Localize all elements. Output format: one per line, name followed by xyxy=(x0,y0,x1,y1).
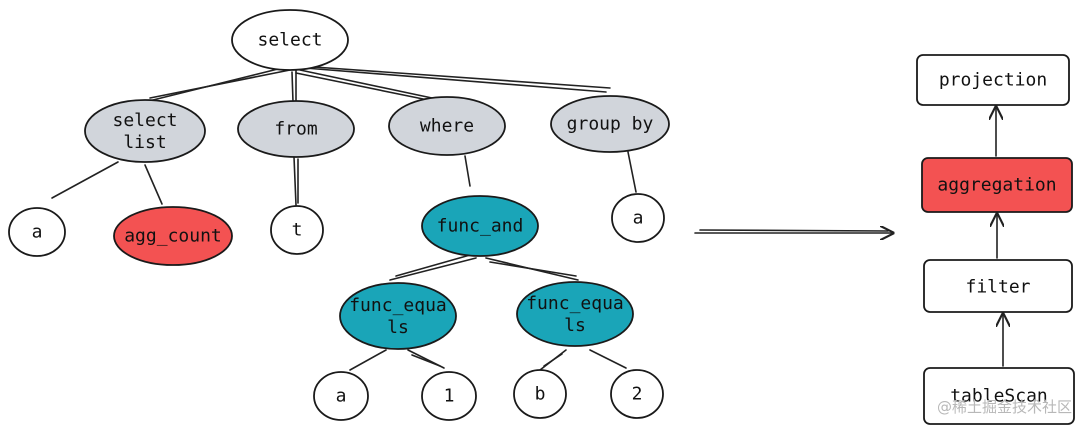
node-func-and: func_and xyxy=(421,195,539,257)
edge-select-from xyxy=(291,71,294,103)
node-agg-count-label: agg_count xyxy=(124,226,222,247)
node-where: where xyxy=(388,96,506,156)
plan-step-projection-box xyxy=(916,54,1070,106)
edge-funcand-left-sketch xyxy=(395,254,471,277)
node-from: from xyxy=(237,100,355,158)
label-line: func_equa xyxy=(526,293,624,314)
edge-funcand-right-sketch xyxy=(489,261,577,277)
node-group-item-a-shape xyxy=(611,193,665,243)
node-arg-2-label: 2 xyxy=(632,384,643,405)
transform-arrow xyxy=(694,229,893,233)
node-from-label: from xyxy=(274,119,317,140)
node-agg-count-shape xyxy=(113,206,233,266)
node-agg-count: agg_count xyxy=(113,206,233,266)
node-group-item-a-label: a xyxy=(633,208,644,229)
node-func-and-shape xyxy=(421,195,539,257)
edge-select-selectlist-sketch xyxy=(144,66,287,103)
node-select-item-a-label: a xyxy=(32,222,43,243)
node-func-equals-left-shape xyxy=(339,282,457,350)
plan-step-tablescan-label: tableScan xyxy=(950,386,1048,407)
plan-step-projection-label: projection xyxy=(939,70,1047,91)
transform-arrow-sketch xyxy=(699,229,889,232)
label-line: func_equa xyxy=(349,295,447,316)
node-arg-a-shape xyxy=(313,371,369,421)
node-group-by-shape xyxy=(550,95,670,153)
node-select-list-shape xyxy=(84,99,206,163)
edge-select-where xyxy=(299,69,433,99)
node-group-by-label: group by xyxy=(567,114,654,135)
node-from-t-label: t xyxy=(292,220,303,241)
node-group-item-a: a xyxy=(611,193,665,243)
label-line: select xyxy=(112,110,177,131)
edge-rightequals-b-sketch xyxy=(543,353,563,367)
node-from-t-shape xyxy=(270,205,324,255)
edge-where-funcand xyxy=(464,155,471,187)
edge-from-t xyxy=(293,156,297,206)
plan-step-filter-box xyxy=(923,259,1073,313)
edge-leftequals-a xyxy=(349,349,387,371)
edge-select-where-sketch xyxy=(295,72,429,101)
node-arg-b-shape xyxy=(513,369,567,419)
edge-groupby-a xyxy=(627,151,637,193)
node-select-shape xyxy=(231,9,349,71)
node-from-t: t xyxy=(270,205,324,255)
node-arg-b-label: b xyxy=(535,384,546,405)
node-arg-2: 2 xyxy=(610,369,664,419)
plan-step-aggregation-box xyxy=(921,157,1073,213)
edge-select-groupby-sketch xyxy=(299,65,611,89)
plan-step-filter-label: filter xyxy=(965,277,1030,298)
node-select-item-a: a xyxy=(8,207,66,257)
edge-leftequals-1-sketch xyxy=(411,354,441,367)
node-select-label: select xyxy=(257,30,322,51)
label-line: list xyxy=(123,132,166,153)
edge-select-groupby xyxy=(304,67,607,93)
tree-edges xyxy=(51,65,637,371)
edge-funcand-left xyxy=(389,257,477,281)
node-where-label: where xyxy=(420,116,474,137)
edge-rightequals-2 xyxy=(589,349,627,369)
edge-selectlist-a xyxy=(51,161,119,199)
node-select: select xyxy=(231,9,349,71)
label-line: ls xyxy=(387,317,409,338)
node-group-by: group by xyxy=(550,95,670,153)
plan-step-tablescan-box xyxy=(923,367,1075,425)
plan-pipeline: projection aggregation filter tableScan xyxy=(916,54,1075,425)
node-select-item-a-shape xyxy=(8,207,66,257)
watermark: @稀土掘金技术社区 xyxy=(937,398,1072,416)
node-arg-1: 1 xyxy=(421,371,477,421)
plan-step-aggregation-label: aggregation xyxy=(937,175,1056,196)
node-from-shape xyxy=(237,100,355,158)
node-arg-1-shape xyxy=(421,371,477,421)
node-arg-a-label: a xyxy=(336,386,347,407)
node-arg-2-shape xyxy=(610,369,664,419)
node-where-shape xyxy=(388,96,506,156)
edge-selectlist-aggcount xyxy=(144,164,163,205)
label-line: ls xyxy=(564,315,586,336)
node-arg-1-label: 1 xyxy=(444,386,455,407)
node-arg-a: a xyxy=(313,371,369,421)
node-func-equals-right-shape xyxy=(516,281,634,347)
node-arg-b: b xyxy=(513,369,567,419)
node-func-and-label: func_and xyxy=(437,216,524,237)
